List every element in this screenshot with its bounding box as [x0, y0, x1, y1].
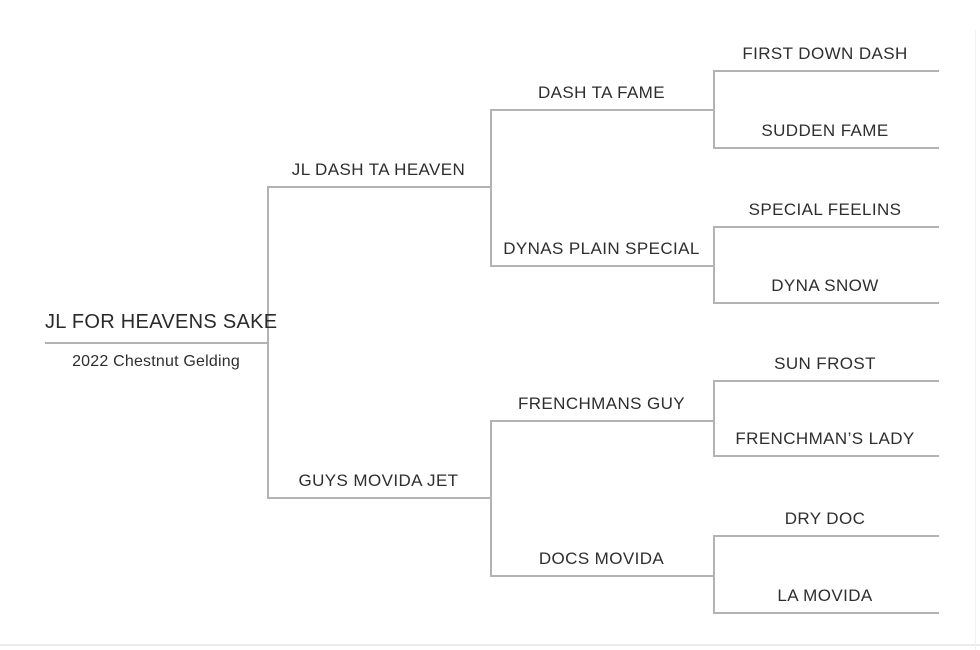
horse-name-sire-sire-sire: FIRST DOWN DASH [742, 44, 908, 63]
pedigree-bracket-line [490, 109, 492, 267]
horse-underline-dam-sire-dam [713, 455, 939, 457]
horse-name-sire-dam-sire: SPECIAL FEELINS [748, 200, 902, 219]
horse-name-subject: JL FOR HEAVENS SAKE [45, 311, 278, 333]
horse-underline-sire-sire-sire [713, 70, 939, 72]
horse-name-sire-sire-dam: SUDDEN FAME [761, 121, 889, 140]
horse-underline-dam-dam-sire [713, 535, 939, 537]
horse-underline-dam-dam [490, 575, 715, 577]
horse-underline-sire-sire [490, 109, 715, 111]
horse-name-sire-dam-dam: DYNA SNOW [771, 276, 879, 295]
pedigree-bracket-line [713, 380, 715, 457]
horse-name-sire: JL DASH TA HEAVEN [291, 160, 466, 179]
horse-name-dam-sire: FRENCHMANS GUY [517, 394, 686, 413]
horse-name-sire-dam: DYNAS PLAIN SPECIAL [503, 239, 700, 258]
horse-underline-sire-sire-dam [713, 147, 939, 149]
horse-name-dam-dam-dam: LA MOVIDA [777, 586, 873, 605]
horse-name-dam-dam-sire: DRY DOC [784, 509, 866, 528]
horse-name-dam-sire-dam: FRENCHMAN’S LADY [735, 429, 915, 448]
horse-underline-dam-sire-sire [713, 380, 939, 382]
right-edge-divider [975, 30, 976, 650]
horse-name-dam: GUYS MOVIDA JET [298, 471, 459, 490]
horse-underline-sire [267, 186, 492, 188]
horse-underline-dam [267, 497, 492, 499]
horse-name-sire-sire: DASH TA FAME [538, 83, 665, 102]
horse-underline-sire-dam-dam [713, 302, 939, 304]
horse-underline-dam-sire [490, 420, 715, 422]
horse-underline-subject [45, 342, 269, 344]
bottom-edge-divider [0, 644, 980, 646]
horse-underline-dam-dam-dam [713, 612, 939, 614]
pedigree-bracket-line [713, 535, 715, 614]
subject-details: 2022 Chestnut Gelding [72, 353, 240, 370]
horse-underline-sire-dam-sire [713, 226, 939, 228]
horse-name-dam-dam: DOCS MOVIDA [538, 549, 665, 568]
horse-underline-sire-dam [490, 265, 715, 267]
horse-name-dam-sire-sire: SUN FROST [774, 354, 876, 373]
